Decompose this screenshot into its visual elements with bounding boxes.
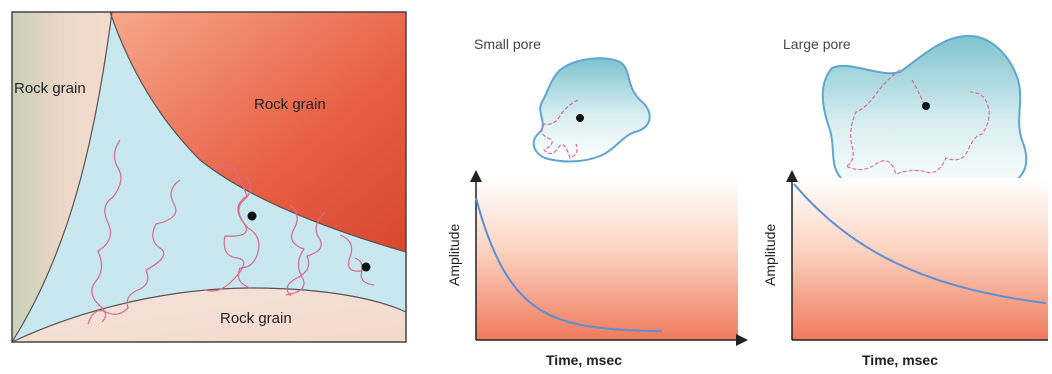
rock-grain-label-left: Rock grain [14, 80, 86, 97]
small-pore-y-axis-label: Amplitude [446, 224, 462, 286]
large-pore-title: Large pore [783, 36, 851, 52]
rock-grain-label-bottom: Rock grain [220, 310, 292, 327]
small-pore-shape [534, 58, 650, 161]
large-pore-x-axis-label: Time, msec [862, 352, 938, 368]
large-pore-plot-bg [792, 178, 1048, 340]
left-panel [12, 12, 406, 342]
small-pore-x-axis-label: Time, msec [546, 352, 622, 368]
proton-dot [576, 114, 584, 122]
small-pore-plot-bg [476, 178, 738, 340]
large-pore-figure [792, 36, 1048, 340]
proton-dot [248, 212, 257, 221]
proton-dot [922, 102, 930, 110]
small-pore-title: Small pore [474, 36, 541, 52]
small-pore-figure [476, 58, 742, 340]
rock-grain-label-top-right: Rock grain [254, 96, 326, 113]
large-pore-y-axis-label: Amplitude [762, 224, 778, 286]
proton-dot [362, 263, 371, 272]
